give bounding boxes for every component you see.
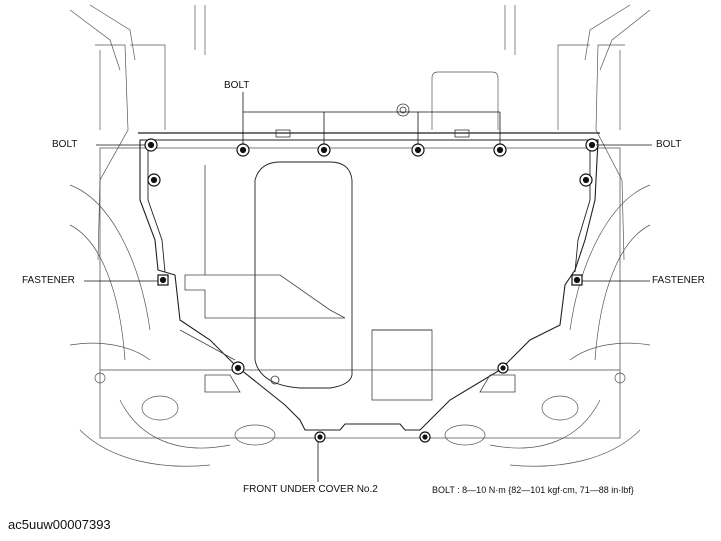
bolt-label-left: BOLT — [52, 139, 78, 150]
bolt-marker — [314, 431, 326, 443]
fastener-markers — [157, 274, 583, 286]
bolt-marker — [147, 173, 161, 187]
bolt-marker — [419, 431, 431, 443]
under-cover-outline — [139, 139, 599, 431]
part-name-label: FRONT UNDER COVER No.2 — [243, 484, 378, 495]
fastener-label-right: FASTENER — [652, 275, 705, 286]
bolt-markers — [144, 138, 599, 443]
torque-spec-label: BOLT : 8—10 N·m {82—101 kgf·cm, 71—88 in… — [432, 485, 634, 495]
bolt-marker — [317, 143, 331, 157]
bolt-marker — [579, 173, 593, 187]
bolt-label-right: BOLT — [656, 139, 682, 150]
bolt-marker — [497, 362, 509, 374]
bolt-marker — [411, 143, 425, 157]
leader-lines — [84, 92, 652, 482]
figure-id: ac5uuw00007393 — [8, 517, 111, 532]
fastener-marker — [157, 274, 169, 286]
chassis-background — [69, 4, 651, 467]
bolt-label-top: BOLT — [224, 80, 250, 91]
frame-outline — [99, 147, 621, 439]
fastener-label-left: FASTENER — [22, 275, 75, 286]
bolt-marker — [493, 143, 507, 157]
bolt-marker — [144, 138, 158, 152]
fastener-marker — [571, 274, 583, 286]
bolt-marker — [231, 361, 245, 375]
bolt-marker — [236, 143, 250, 157]
